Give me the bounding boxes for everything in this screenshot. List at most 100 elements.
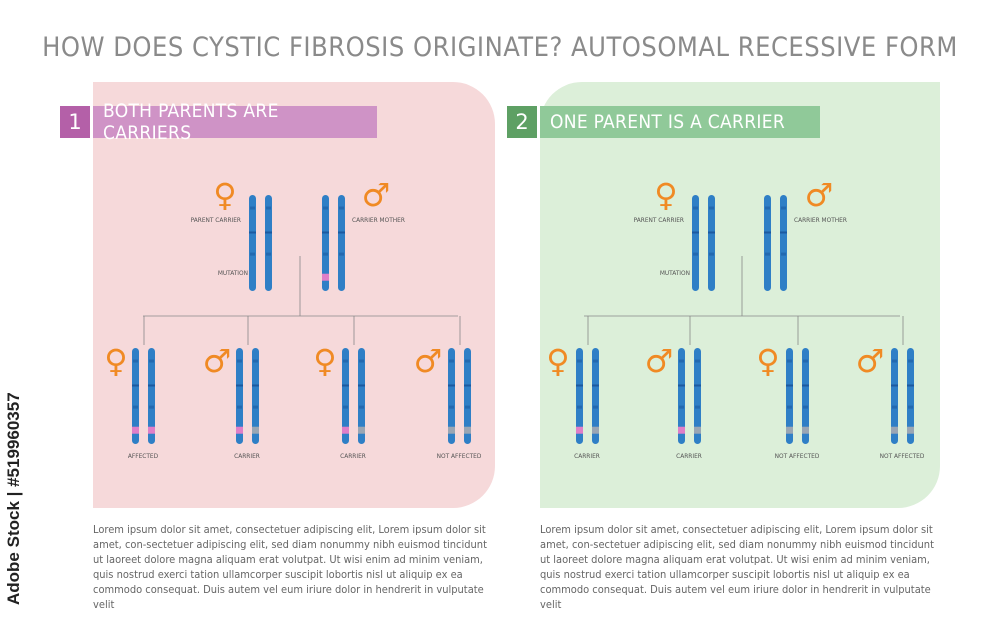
panel-1-child-3-chromosome-b-centromere <box>358 384 365 387</box>
panel-2-child-4-chromosome-a-band-a <box>892 359 897 363</box>
panel-1-child-1-chromosome-b <box>148 348 155 444</box>
panel-2-child-3-chromosome-b-normal-band <box>802 426 809 434</box>
panel-1-parent-1-chromosome-a-band-a <box>250 206 255 210</box>
panel-1-parent-2-label: CARRIER MOTHER <box>352 216 405 224</box>
panel-2-parent-2-chromosome-a-band-a <box>765 206 770 210</box>
panel-2-child-3-chromosome-a-band-b <box>787 405 792 409</box>
panel-1-child-1-chromosome-b-band-b <box>149 405 154 409</box>
panel-2-mutation-label: MUTATION <box>660 269 690 277</box>
panel-2-parent-2-chromosome-a-band-b <box>765 252 770 256</box>
panel-2-child-1-label: CARRIER <box>574 452 600 460</box>
panel-1-header: 1 BOTH PARENTS ARE CARRIERS <box>60 100 377 144</box>
panel-2-child-1-chromosome-a-centromere <box>576 384 583 387</box>
panel-1-child-4-chromosome-a-band-b <box>449 405 454 409</box>
panel-1-child-3-chromosome-a-mutation-band <box>342 426 349 434</box>
panel-2-child-1-chromosome-a-band-a <box>577 359 582 363</box>
panel-1-child-2-label: CARRIER <box>234 452 260 460</box>
panel-2-child-3-chromosome-a-centromere <box>786 384 793 387</box>
panel-1-parent-2-sex-icon: ♂ <box>362 176 391 214</box>
panel-1-parent-2-chromosome-a-band-a <box>323 206 328 210</box>
panel-2-child-2-chromosome-a <box>678 348 685 444</box>
panel-2-child-1-chromosome-a <box>576 348 583 444</box>
panel-1-parent-1-chromosome-a-centromere <box>249 231 256 234</box>
panel-1-child-1-label: AFFECTED <box>128 452 159 460</box>
panel-1-child-2-chromosome-a-band-b <box>237 405 242 409</box>
panel-2-parent-2-label: CARRIER MOTHER <box>794 216 847 224</box>
panel-2-child-4-chromosome-b <box>907 348 914 444</box>
panel-1-heading: BOTH PARENTS ARE CARRIERS <box>93 100 377 144</box>
panel-1-child-4-chromosome-a-centromere <box>448 384 455 387</box>
page-title: HOW DOES CYSTIC FIBROSIS ORIGINATE? AUTO… <box>42 32 958 63</box>
panel-1-child-1-chromosome-a-band-b <box>133 405 138 409</box>
panel-2-child-2-chromosome-a-centromere <box>678 384 685 387</box>
panel-1-parent-2-chromosome-b <box>338 195 345 291</box>
panel-1-parent-1-chromosome-b-centromere <box>265 231 272 234</box>
panel-2-child-4-chromosome-a-normal-band <box>891 426 898 434</box>
panel-1-parent-2-chromosome-a-centromere <box>322 231 329 234</box>
panel-1-parent-2-chromosome-a-band-b <box>323 252 328 256</box>
panel-1-parent-1-chromosome-a <box>249 195 256 291</box>
panel-2-child-2-chromosome-a-mutation-band <box>678 426 685 434</box>
panel-2-child-1-sex-icon: ♀ <box>546 342 569 380</box>
panel-2-parent-1-sex-icon: ♀ <box>654 176 677 214</box>
panel-1-child-3-chromosome-a-band-b <box>343 405 348 409</box>
panel-1-child-4-chromosome-b <box>464 348 471 444</box>
panel-2-child-4-chromosome-b-band-b <box>908 405 913 409</box>
panel-2-parent-2-chromosome-b <box>780 195 787 291</box>
panel-2-parent-1-chromosome-b-band-b <box>709 252 714 256</box>
panel-2-number: 2 <box>507 106 537 138</box>
panel-1-child-3-chromosome-b-normal-band <box>358 426 365 434</box>
panel-2-child-4-chromosome-b-centromere <box>907 384 914 387</box>
panel-2-child-4-label: NOT AFFECTED <box>880 452 925 460</box>
panel-2-parent-2-chromosome-a-centromere <box>764 231 771 234</box>
panel-2-header: 2 ONE PARENT IS A CARRIER <box>507 106 820 138</box>
panel-2-child-1-chromosome-b-centromere <box>592 384 599 387</box>
panel-1-description: Lorem ipsum dolor sit amet, consectetuer… <box>93 523 487 611</box>
panel-2-child-3-chromosome-b-centromere <box>802 384 809 387</box>
panel-1-child-4-chromosome-b-band-a <box>465 359 470 363</box>
panel-2-child-2-chromosome-b-band-b <box>695 405 700 409</box>
panel-1-child-3-chromosome-b <box>358 348 365 444</box>
panel-2-child-4-chromosome-a-band-b <box>892 405 897 409</box>
panel-2-parent-1-chromosome-b <box>708 195 715 291</box>
panel-2-child-3-chromosome-b-band-a <box>803 359 808 363</box>
panel-2-parent-2-chromosome-a <box>764 195 771 291</box>
panel-1-parent-2-chromosome-a <box>322 195 329 291</box>
panel-2-child-2-chromosome-b <box>694 348 701 444</box>
panel-1-child-3-chromosome-a-centromere <box>342 384 349 387</box>
panel-2-parent-1-chromosome-a-band-a <box>693 206 698 210</box>
panel-1-child-4-chromosome-a <box>448 348 455 444</box>
panel-1-parent-1-sex-icon: ♀ <box>213 176 236 214</box>
panel-2-child-2-sex-icon: ♂ <box>645 342 674 380</box>
panel-2-child-4-chromosome-a-centromere <box>891 384 898 387</box>
panel-1-child-2-chromosome-a-band-a <box>237 359 242 363</box>
panel-1-child-2-chromosome-a-mutation-band <box>236 426 243 434</box>
panel-2-child-1-chromosome-b-normal-band <box>592 426 599 434</box>
panel-2-parent-1-chromosome-a-band-b <box>693 252 698 256</box>
panel-2-child-4-chromosome-b-band-a <box>908 359 913 363</box>
panel-2-child-3-chromosome-b-band-b <box>803 405 808 409</box>
panel-2-child-3-chromosome-b <box>802 348 809 444</box>
panel-1-parent-1-chromosome-b-band-b <box>266 252 271 256</box>
panel-2-child-2-chromosome-b-centromere <box>694 384 701 387</box>
panel-1-child-2-chromosome-b-normal-band <box>252 426 259 434</box>
panel-1-child-3-label: CARRIER <box>340 452 366 460</box>
panel-1-child-4-sex-icon: ♂ <box>414 342 443 380</box>
panel-1-child-1-chromosome-a-mutation-band <box>132 426 139 434</box>
panel-1-child-3-chromosome-a-band-a <box>343 359 348 363</box>
panel-2-description: Lorem ipsum dolor sit amet, consectetuer… <box>540 523 934 611</box>
panel-2-parent-1-chromosome-a <box>692 195 699 291</box>
panel-2-child-2-chromosome-a-band-a <box>679 359 684 363</box>
panel-1-child-1-sex-icon: ♀ <box>104 342 127 380</box>
panel-1-child-1-chromosome-b-centromere <box>148 384 155 387</box>
panel-2-child-2-chromosome-a-band-b <box>679 405 684 409</box>
panel-2-child-3-label: NOT AFFECTED <box>775 452 820 460</box>
panel-1-child-4-chromosome-b-normal-band <box>464 426 471 434</box>
panel-1-parent-2-chromosome-b-centromere <box>338 231 345 234</box>
panel-1-child-4-chromosome-b-band-b <box>465 405 470 409</box>
panel-1-child-1-chromosome-a-centromere <box>132 384 139 387</box>
stock-credit: Adobe Stock | #519960357 <box>4 392 23 605</box>
panel-1-parent-1-label: PARENT CARRIER <box>191 216 241 224</box>
panel-1-parent-2-chromosome-b-band-b <box>339 252 344 256</box>
